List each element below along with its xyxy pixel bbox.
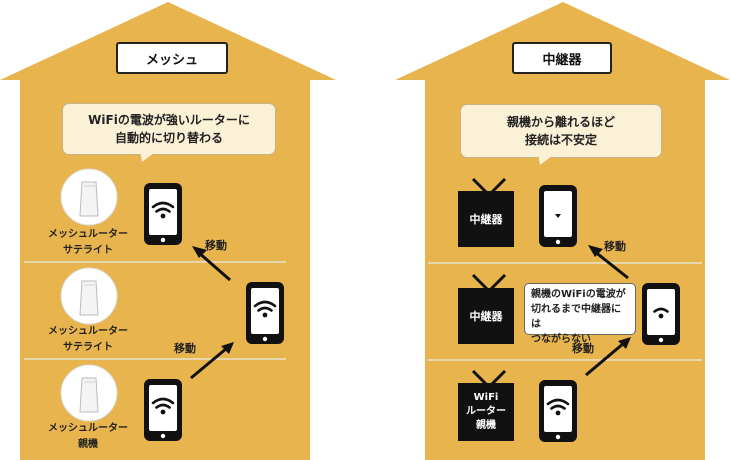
mesh-floor-line-lower xyxy=(24,358,286,360)
repeater-box-mid-label: 中継器 xyxy=(469,309,503,323)
mesh-router-icon xyxy=(60,267,118,325)
mesh-parent-line1: メッシュルーター xyxy=(48,423,128,434)
smartphone-icon xyxy=(246,282,284,344)
mesh-satellite-mid-label: メッシュルーター サテライト xyxy=(32,324,144,356)
mesh-move-upper: 移動 xyxy=(205,239,227,252)
mesh-router-icon xyxy=(60,168,118,226)
mesh-satellite-top-label: メッシュルーター サテライト xyxy=(32,227,144,259)
router-line2: ルーター xyxy=(466,406,506,417)
antenna-icon xyxy=(471,273,507,291)
mesh-floor-line-upper xyxy=(24,261,286,263)
arrow-icon xyxy=(588,245,629,280)
smartphone-icon xyxy=(539,185,577,247)
wifi-icon xyxy=(653,307,669,319)
mesh-bubble-tail xyxy=(140,150,158,162)
router-line1: WiFi xyxy=(473,392,499,403)
repeater-bubble-line2: 接続は不安定 xyxy=(524,133,597,147)
repeater-move-upper: 移動 xyxy=(604,240,626,253)
mesh-move-lower: 移動 xyxy=(174,342,196,355)
mesh-parent-label: メッシュルーター 親機 xyxy=(32,421,144,453)
arrow-icon xyxy=(190,342,234,380)
repeater-bubble-line1: 親機から離れるほど xyxy=(506,115,615,129)
mesh-satellite-top-line2: サテライト xyxy=(63,245,113,256)
repeater-floor-line-lower xyxy=(428,359,702,361)
mesh-bubble-line2: 自動的に切り替わる xyxy=(114,131,223,145)
mesh-bubble-line1: WiFiの電波が強いルーターに xyxy=(88,113,250,127)
repeater-title: 中継器 xyxy=(512,42,612,74)
wifi-icon xyxy=(253,300,277,318)
arrow-icon xyxy=(192,246,231,282)
antenna-icon xyxy=(471,369,507,387)
smartphone-icon xyxy=(144,183,182,245)
mesh-satellite-top-line1: メッシュルーター xyxy=(48,229,128,240)
smartphone-icon xyxy=(144,379,182,441)
wifi-icon xyxy=(151,397,175,415)
wifi-router-box: WiFi ルーター 親機 xyxy=(458,383,514,441)
note-line2: 切れるまで中継器には xyxy=(531,304,621,330)
repeater-box-top-label: 中継器 xyxy=(469,212,503,226)
mesh-parent-line2: 親機 xyxy=(78,439,98,450)
repeater-bubble: 親機から離れるほど 接続は不安定 xyxy=(460,104,662,158)
weak-signal-icon xyxy=(555,214,561,218)
repeater-move-lower: 移動 xyxy=(572,342,594,355)
repeater-floor-line-upper xyxy=(428,262,702,264)
wifi-icon xyxy=(151,201,175,219)
note-line3: つながらない xyxy=(531,334,591,345)
mesh-router-icon xyxy=(60,364,118,422)
mesh-title: メッシュ xyxy=(116,42,228,74)
wifi-icon xyxy=(546,398,570,416)
repeater-box-mid: 中継器 xyxy=(458,288,514,344)
mesh-bubble: WiFiの電波が強いルーターに 自動的に切り替わる xyxy=(62,103,276,155)
smartphone-icon xyxy=(539,380,577,442)
repeater-box-top: 中継器 xyxy=(458,191,514,247)
repeater-bubble-tail xyxy=(538,153,556,165)
arrow-icon xyxy=(585,337,631,377)
note-line1: 親機のWiFiの電波が xyxy=(531,289,626,300)
router-line3: 親機 xyxy=(476,420,496,431)
repeater-note: 親機のWiFiの電波が 切れるまで中継器には つながらない xyxy=(524,283,636,345)
antenna-icon xyxy=(471,177,507,195)
mesh-satellite-mid-line1: メッシュルーター xyxy=(48,326,128,337)
mesh-satellite-mid-line2: サテライト xyxy=(63,342,113,353)
smartphone-icon xyxy=(642,283,680,345)
